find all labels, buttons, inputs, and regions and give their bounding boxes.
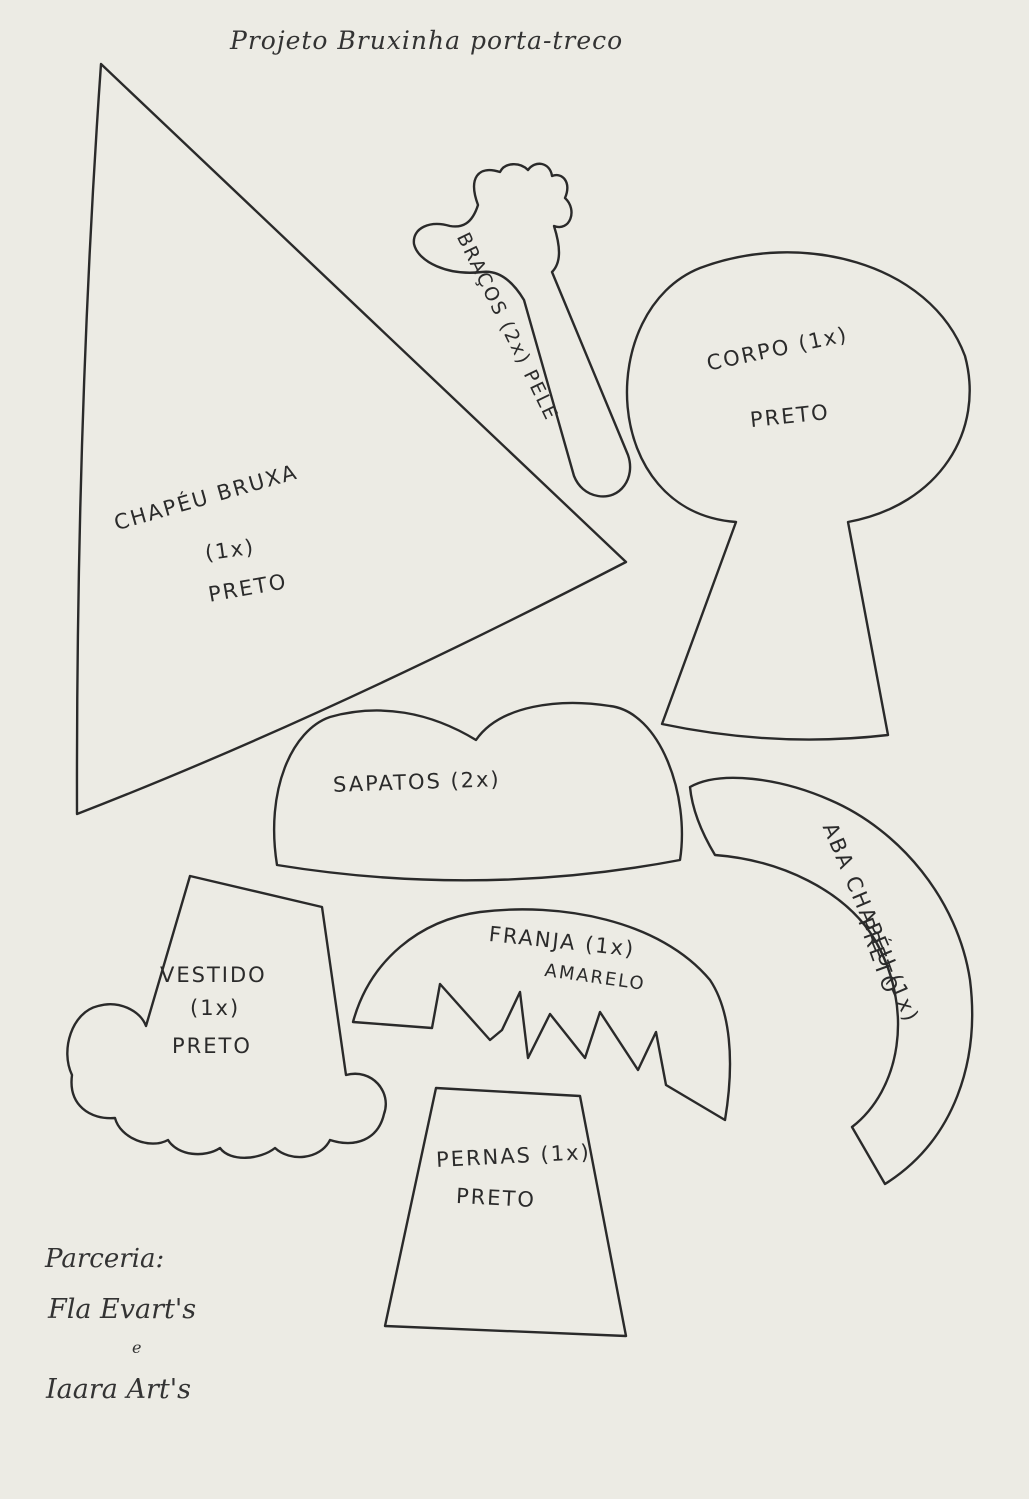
chapeu-piece-outline [75,62,628,816]
corpo-piece-outline [625,251,971,741]
sapatos-label: SAPATOS (2x) [332,767,502,797]
credits-heading: Parceria: [45,1244,165,1274]
vestido-name-label: VESTIDO [160,963,267,987]
credits-line1: Fla Evart's [48,1294,197,1325]
credits-line2: Iaara Art's [46,1374,191,1405]
page-title: Projeto Bruxinha porta-treco [230,26,624,55]
credits-conj: e [132,1338,142,1357]
franja-piece-outline [351,908,732,1122]
pernas-color-label: PRETO [455,1183,537,1213]
aba-piece-outline [688,776,974,1186]
pernas-piece-outline [383,1086,628,1338]
vestido-piece-outline [66,874,387,1159]
vestido-color-label: PRETO [172,1034,252,1058]
vestido-qty-label: (1x) [190,996,241,1020]
sapatos-piece-outline [272,701,684,882]
bracos-piece-outline [412,162,632,498]
